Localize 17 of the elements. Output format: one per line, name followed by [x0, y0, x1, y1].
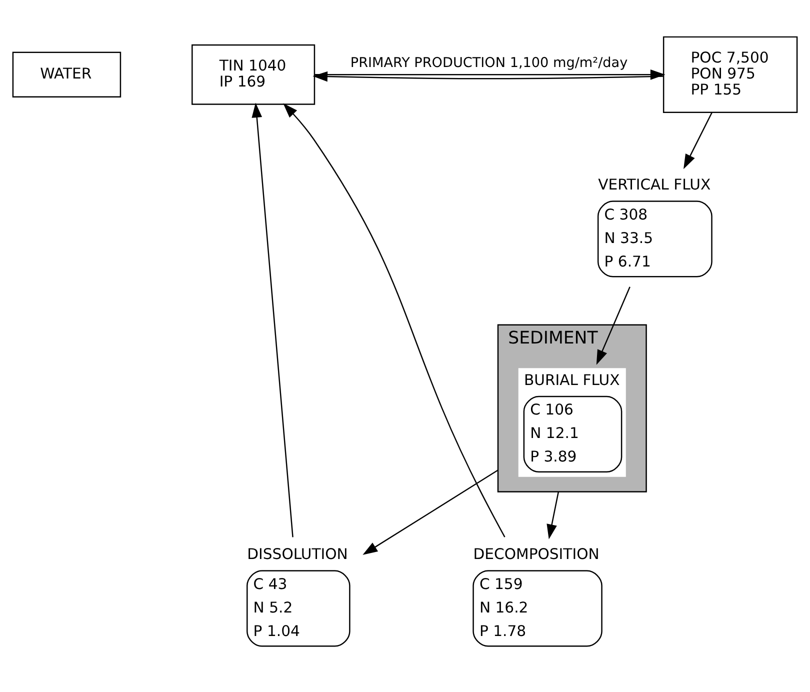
node-label: DECOMPOSITION	[473, 546, 600, 563]
node-box: WATER	[12, 51, 122, 97]
node-box: POC 7,500 PON 975 PP 155	[662, 36, 798, 112]
arrow	[252, 102, 294, 537]
edge-label: PRIMARY PRODUCTION 1,100 mg/m²/day	[350, 54, 628, 70]
node-box: C 159 N 16.2 P 1.78	[472, 570, 602, 646]
node-label: DISSOLUTION	[247, 546, 348, 563]
arrow	[546, 491, 560, 539]
arrow	[684, 112, 712, 169]
arrow	[283, 102, 506, 537]
node-box: TIN 1040 IP 169	[192, 44, 316, 104]
node-box: C 43 N 5.2 P 1.04	[246, 570, 350, 646]
node-box: BURIAL FLUX C 106 N 12.1 P 3.89	[518, 368, 626, 476]
node-box: C 308 N 33.5 P 6.71	[597, 200, 712, 277]
node-label: VERTICAL FLUX	[598, 176, 711, 194]
arrow	[362, 469, 498, 554]
arrow	[596, 286, 630, 364]
